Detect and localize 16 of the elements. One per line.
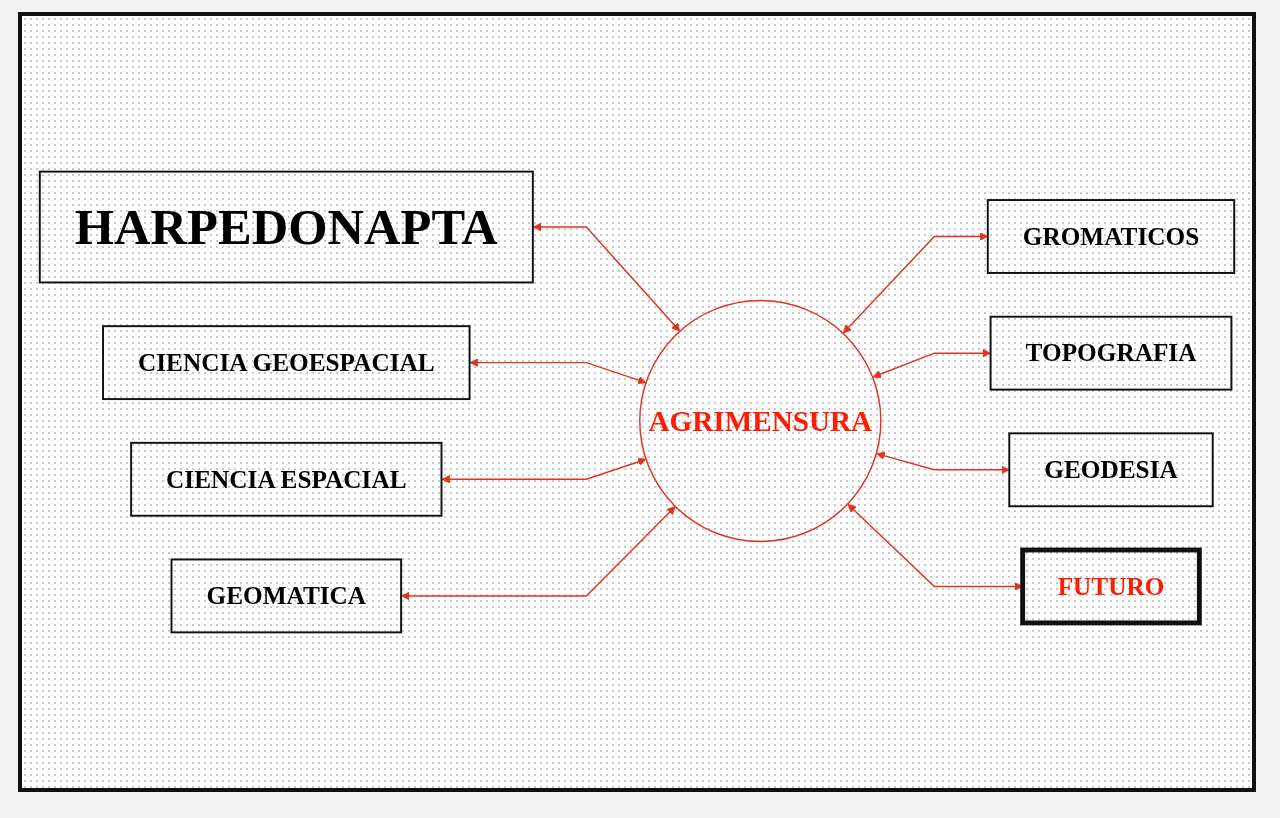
arrow [876, 451, 1010, 475]
node-box: CIENCIA ESPACIAL [130, 441, 443, 517]
node-box: GROMATICOS [986, 199, 1236, 274]
node-box: CIENCIA GEOESPACIAL [102, 325, 471, 401]
arrow [401, 506, 676, 601]
arrow [532, 222, 681, 332]
node-box: HARPEDONAPTA [38, 170, 534, 284]
node-circle: AGRIMENSURA [639, 299, 882, 543]
node-box: GEOMATICA [170, 558, 403, 634]
arrow [842, 232, 989, 334]
node-box: FUTURO [1020, 547, 1202, 626]
arrow [469, 358, 647, 385]
node-box: GEODESIA [1008, 432, 1214, 508]
arrow [872, 348, 991, 379]
arrow [441, 457, 647, 484]
node-box: TOPOGRAFIA [989, 315, 1233, 391]
